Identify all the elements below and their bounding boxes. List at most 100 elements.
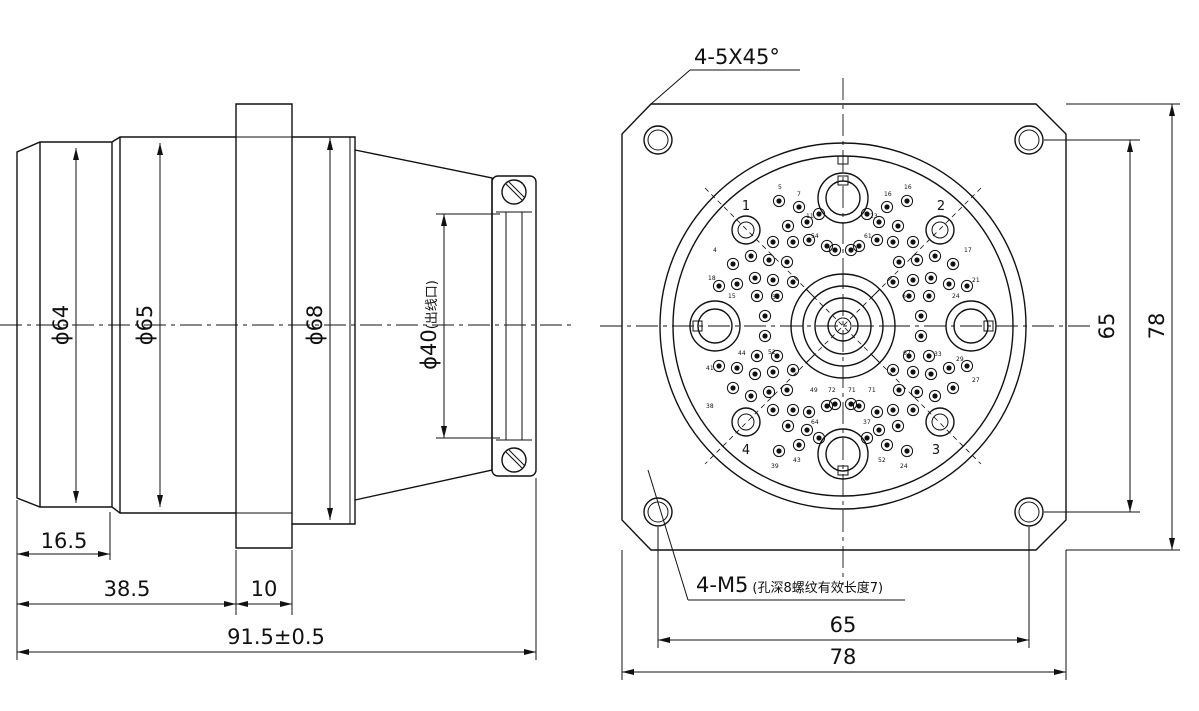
chamfer-label: 4-5X45° xyxy=(694,45,780,69)
pin-contact xyxy=(744,249,758,263)
pin-contact xyxy=(812,431,826,445)
pin-contact-core xyxy=(910,277,916,283)
pin-label: 39 xyxy=(771,463,779,470)
pin-contact-core xyxy=(752,371,758,377)
pin-contact xyxy=(942,361,956,375)
pin-contact xyxy=(712,279,726,293)
pin-label: 71 xyxy=(848,387,856,394)
pin-contact xyxy=(762,385,776,399)
pin-contact xyxy=(828,243,842,257)
pin-contact-core xyxy=(734,281,740,287)
pin-contact xyxy=(900,194,914,208)
large-contact-left xyxy=(689,300,741,352)
pin-label: 67 xyxy=(903,350,911,357)
pin-contact xyxy=(910,385,924,399)
pin-contact-core xyxy=(946,365,952,371)
chamfer-leader xyxy=(650,69,800,105)
pin-contact xyxy=(820,399,834,413)
pin-contact xyxy=(892,255,906,269)
large-contacts xyxy=(689,172,997,480)
pin-label: 64 xyxy=(811,419,819,426)
length-dims xyxy=(16,478,537,660)
pin-contact xyxy=(924,271,938,285)
quadrant-contacts xyxy=(731,215,955,437)
pin-label: 24 xyxy=(952,293,960,300)
pin-contact-core xyxy=(796,442,802,448)
height-65-label: 65 xyxy=(1095,313,1119,340)
pin-contact-core xyxy=(790,239,796,245)
pin-contact-core xyxy=(914,257,920,263)
pin-contact xyxy=(872,215,886,229)
pin-label: 24 xyxy=(900,463,908,470)
pin-contact xyxy=(786,403,800,417)
clamp-screw-top xyxy=(501,179,527,205)
len-38-5-label: 38.5 xyxy=(104,577,151,601)
pin-contact xyxy=(748,367,762,381)
pin-contact xyxy=(786,363,800,377)
pin-contact xyxy=(766,273,780,287)
center-coax-insert xyxy=(790,273,896,379)
pin-label: 61 xyxy=(864,233,872,240)
pin-contact-core xyxy=(730,261,736,267)
pin-contact-core xyxy=(918,333,924,339)
pin-contact xyxy=(762,253,776,267)
pin-contact xyxy=(906,235,920,249)
pin-contact xyxy=(891,419,905,433)
pin-contact xyxy=(914,309,928,323)
pin-label: 44 xyxy=(738,350,746,357)
pin-contact xyxy=(780,383,794,397)
quadrant-label-2: 2 xyxy=(937,199,945,214)
pin-contact-core xyxy=(774,293,780,299)
pin-label: 18 xyxy=(708,275,716,282)
dia-65-label: ϕ65 xyxy=(133,305,157,346)
outer-shell-circle xyxy=(659,142,1027,510)
pin-contact xyxy=(792,200,806,214)
pin-contact xyxy=(886,275,900,289)
pin-contact-core xyxy=(932,393,938,399)
pin-contact-core xyxy=(754,353,760,359)
pin-contact xyxy=(812,207,826,221)
pin-contact xyxy=(730,361,744,375)
pin-contact-core xyxy=(950,261,956,267)
pin-contact-core xyxy=(762,313,768,319)
pin-label: 33 xyxy=(934,351,942,358)
large-contact-bottom xyxy=(817,428,869,480)
pin-contact-core xyxy=(748,393,754,399)
pin-contact-core xyxy=(770,369,776,375)
pin-contact-core xyxy=(864,211,870,217)
pin-contact-core xyxy=(856,243,862,249)
pin-contact-core xyxy=(784,387,790,393)
pin-label: 16 xyxy=(884,191,892,198)
pin-contact-core xyxy=(766,389,772,395)
pin-contact xyxy=(786,275,800,289)
pin-label: 55 xyxy=(772,294,780,301)
pin-contact-core xyxy=(906,353,912,359)
pin-contact xyxy=(800,423,814,437)
pin-contact-core xyxy=(770,239,776,245)
pin-contact-core xyxy=(876,427,882,433)
pin-contact xyxy=(886,403,900,417)
pin-label: 23 xyxy=(870,213,878,220)
pin-contact-core xyxy=(848,247,854,253)
pin-contact xyxy=(870,405,884,419)
clamp-screw-bottom xyxy=(501,447,527,473)
pin-contact xyxy=(906,403,920,417)
pin-contact-core xyxy=(950,385,956,391)
pin-contact xyxy=(852,399,866,413)
pin-contact-core xyxy=(896,259,902,265)
pin-contact xyxy=(750,289,764,303)
pin-label: 64 xyxy=(902,293,910,300)
pin-contact-core xyxy=(890,239,896,245)
pin-contact xyxy=(870,233,884,247)
pin-contact-core xyxy=(824,403,830,409)
pin-contact xyxy=(800,215,814,229)
mounting-holes xyxy=(643,125,1044,527)
pin-contact-core xyxy=(904,448,910,454)
pin-contact xyxy=(900,444,914,458)
pin-contact xyxy=(802,233,816,247)
pin-contact-core xyxy=(770,407,776,413)
pin-contact-core xyxy=(884,204,890,210)
pin-contact xyxy=(872,423,886,437)
quadrant-label-3: 3 xyxy=(932,443,940,458)
